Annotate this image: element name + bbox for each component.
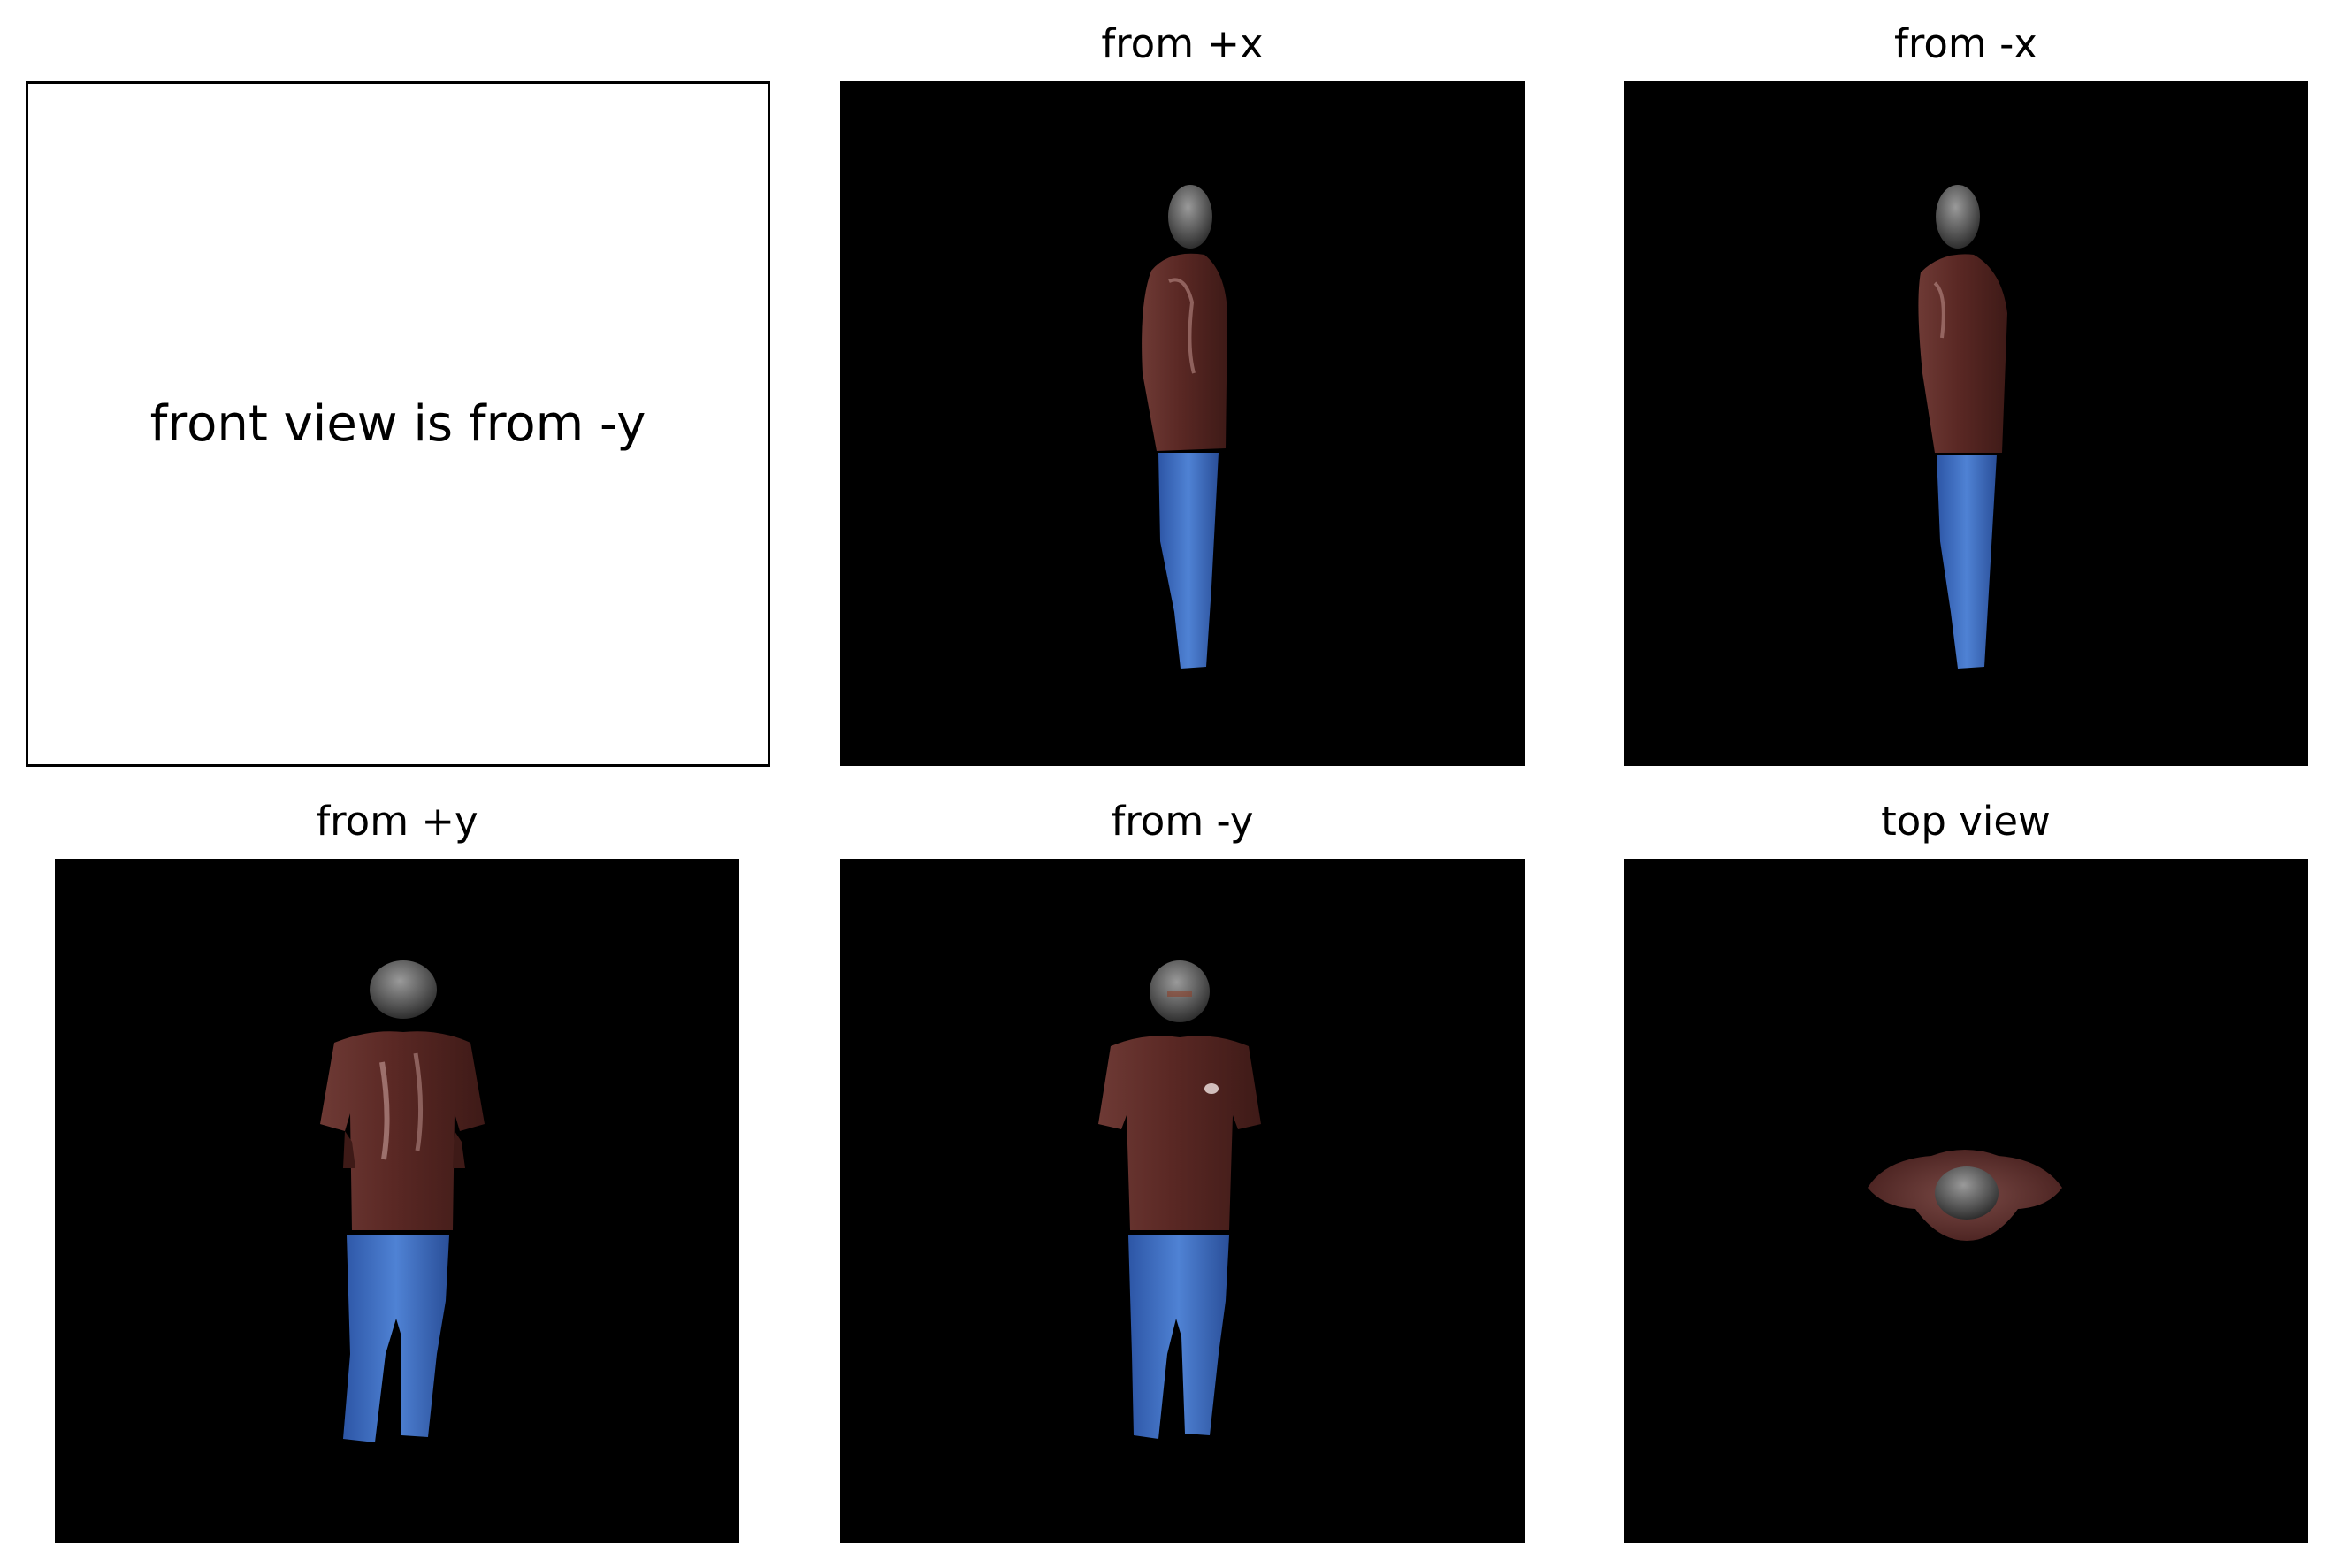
- panel-title-plus-y: from +y: [316, 798, 478, 845]
- shirt: [1918, 254, 2007, 453]
- shirt: [320, 1031, 485, 1230]
- jeans: [1128, 1235, 1229, 1439]
- render-from-minus-y: [840, 859, 1525, 1543]
- panel-title-plus-x: from +x: [1101, 20, 1264, 67]
- head: [1936, 185, 1980, 249]
- render-from-plus-x: [840, 81, 1525, 766]
- head: [370, 960, 437, 1019]
- head: [1168, 185, 1212, 249]
- front-view-note-box: front view is from -y: [26, 81, 770, 767]
- jeans: [1158, 453, 1219, 669]
- side-figure-minus-x: [1918, 185, 2007, 669]
- render-from-minus-x: [1624, 81, 2308, 766]
- render-top-view: [1624, 859, 2308, 1543]
- side-figure-plus-x: [1142, 185, 1227, 669]
- top-figure: [1868, 1150, 2062, 1241]
- panel-title-top-view: top view: [1881, 798, 2051, 845]
- jeans: [343, 1235, 449, 1442]
- back-figure-plus-y: [320, 960, 485, 1442]
- head-top: [1935, 1166, 1999, 1220]
- front-view-note: front view is from -y: [149, 395, 646, 453]
- render-from-plus-y: [55, 859, 739, 1543]
- front-figure-minus-y: [1098, 960, 1261, 1439]
- panel-title-minus-y: from -y: [1111, 798, 1254, 845]
- panel-title-minus-x: from -x: [1894, 20, 2037, 67]
- shirt: [1142, 253, 1227, 451]
- jeans: [1937, 455, 1997, 669]
- shirt: [1098, 1036, 1261, 1230]
